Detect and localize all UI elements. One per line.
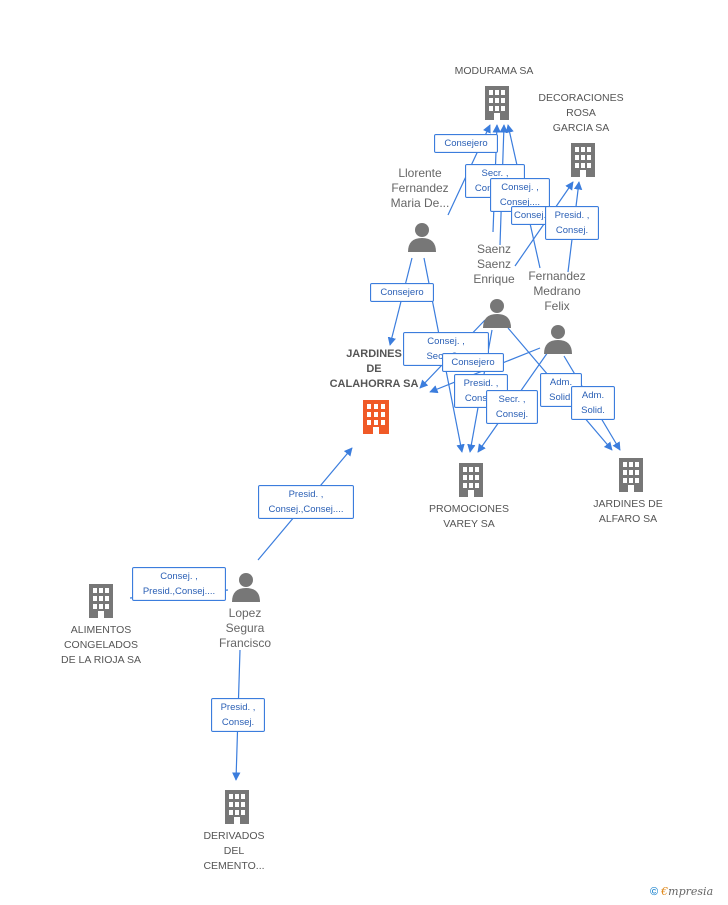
jardines-alfaro-building-icon[interactable] — [616, 456, 646, 492]
decoraciones-building-icon[interactable] — [568, 141, 598, 177]
modurama-building-icon[interactable] — [482, 84, 512, 120]
modurama-label[interactable]: MODURAMA SA — [454, 65, 534, 77]
jardines-calahorra-building-icon[interactable] — [360, 398, 392, 434]
alimentos-label[interactable]: ALIMENTOS CONGELADOS DE LA RIOJA SA — [61, 624, 141, 666]
footer-brand: © €mpresia — [650, 885, 713, 898]
fernandez-label[interactable]: Fernandez Medrano Felix — [528, 269, 586, 313]
jardines-alfaro-label[interactable]: JARDINES DE ALFARO SA — [593, 498, 663, 525]
decoraciones-label[interactable]: DECORACIONES ROSA GARCIA SA — [538, 92, 624, 134]
brand-e: € — [661, 885, 669, 898]
role-consejero-llorente-jardines[interactable]: Consejero — [370, 283, 434, 302]
derivados-building-icon[interactable] — [222, 788, 252, 824]
derivados-label[interactable]: DERIVADOS DEL CEMENTO... — [203, 830, 265, 872]
fernandez-person-icon[interactable] — [543, 324, 573, 354]
promociones-building-icon[interactable] — [456, 461, 486, 497]
role-consej-decoraciones[interactable]: Consej... — [511, 206, 552, 225]
role-presid-consej-lopez-jardines[interactable]: Presid. , Consej.,Consej.... — [258, 485, 354, 519]
lopez-person-icon[interactable] — [231, 572, 261, 602]
role-consejero-saenz-jardines[interactable]: Consejero — [442, 353, 504, 372]
copyright-icon: © — [650, 886, 659, 898]
lopez-label[interactable]: Lopez Segura Francisco — [218, 606, 271, 650]
role-adm-solid-2[interactable]: Adm. Solid. — [571, 386, 615, 420]
jardines-calahorra-label[interactable]: JARDINES DE CALAHORRA SA — [329, 348, 419, 390]
alimentos-building-icon[interactable] — [86, 582, 116, 618]
role-secr-consej-promociones[interactable]: Secr. , Consej. — [486, 390, 538, 424]
llorente-person-icon[interactable] — [407, 222, 437, 252]
brand-name: mpresia — [668, 885, 714, 898]
saenz-person-icon[interactable] — [482, 298, 512, 328]
role-presid-consej-lopez-derivados[interactable]: Presid. , Consej. — [211, 698, 265, 732]
saenz-label[interactable]: Saenz Saenz Enrique — [473, 242, 515, 286]
llorente-label[interactable]: Llorente Fernandez Maria De... — [390, 166, 450, 210]
role-consej-presid-lopez-alimentos[interactable]: Consej. , Presid.,Consej.... — [132, 567, 226, 601]
promociones-label[interactable]: PROMOCIONES VAREY SA — [429, 503, 509, 530]
role-presid-consej-decoraciones[interactable]: Presid. , Consej. — [545, 206, 599, 240]
role-consejero-llorente-modurama[interactable]: Consejero — [434, 134, 498, 153]
